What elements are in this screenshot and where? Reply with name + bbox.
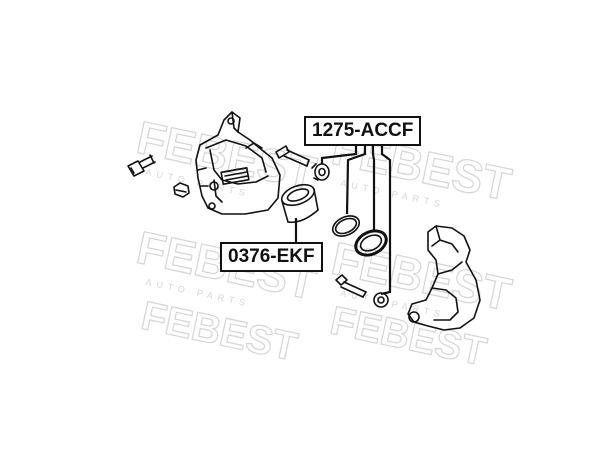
mounting-bolt-icon — [173, 182, 190, 198]
caliper-bracket — [407, 225, 481, 331]
guide-pin-lower-icon — [335, 274, 367, 298]
leader-line — [371, 143, 376, 232]
leader-line — [380, 143, 392, 296]
watermark-brand: FEBEST — [138, 294, 301, 370]
piston-icon — [280, 183, 319, 224]
piston-seal-icon — [331, 215, 361, 237]
piston-dust-boot-icon — [354, 229, 388, 257]
guide-pin-upper-icon — [275, 145, 310, 167]
pin-boot-upper-icon — [311, 163, 330, 181]
caliper-body — [195, 111, 281, 215]
leader-lines — [294, 143, 392, 296]
bleed-screw-icon — [127, 154, 156, 177]
leader-line — [320, 143, 358, 164]
watermark-group: FEBEST AUTO PARTS FEBEST AUTO PARTS FEBE… — [132, 110, 516, 375]
part-number-label-caliper-kit: 1275-ACCF — [304, 116, 422, 146]
leader-line — [345, 143, 367, 215]
part-number-label-piston: 0376-EKF — [220, 242, 323, 272]
